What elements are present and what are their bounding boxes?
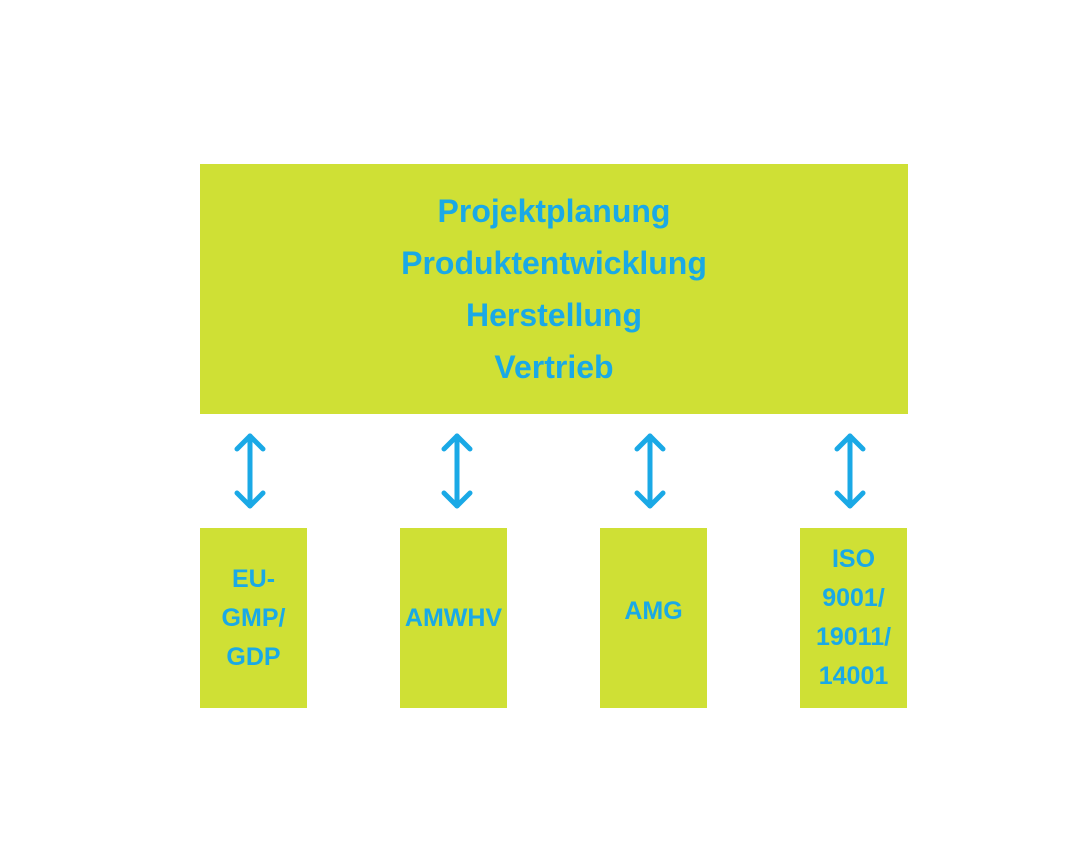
regulation-label-line: 19011/ bbox=[815, 623, 892, 651]
activity-project-planning: Projektplanung bbox=[437, 193, 671, 229]
activity-product-development: Produktentwicklung bbox=[401, 245, 707, 281]
regulation-label-line: ISO bbox=[831, 545, 876, 573]
regulation-label-line: EU- bbox=[231, 564, 276, 593]
double-arrow-icon bbox=[634, 433, 666, 509]
double-arrow-icon bbox=[234, 433, 266, 509]
regulation-box-amg: AMG bbox=[600, 528, 707, 708]
regulation-label-line: AMWHV bbox=[404, 603, 503, 632]
regulation-label-line: AMG bbox=[624, 596, 683, 625]
activity-manufacturing: Herstellung bbox=[465, 297, 643, 333]
regulation-label-line: GMP/ bbox=[221, 603, 286, 632]
double-arrow-icon bbox=[834, 433, 866, 509]
regulation-box-iso: ISO 9001/ 19011/ 14001 bbox=[800, 528, 907, 708]
activities-box: Projektplanung Produktentwicklung Herste… bbox=[200, 164, 908, 414]
regulation-label-line: GDP bbox=[226, 642, 281, 671]
regulation-label-line: 9001/ bbox=[822, 584, 885, 612]
regulation-box-amwhv: AMWHV bbox=[400, 528, 507, 708]
double-arrow-icon bbox=[441, 433, 473, 509]
regulation-box-eu-gmp-gdp: EU- GMP/ GDP bbox=[200, 528, 307, 708]
activity-distribution: Vertrieb bbox=[494, 349, 614, 385]
regulation-label-line: 14001 bbox=[818, 662, 889, 690]
